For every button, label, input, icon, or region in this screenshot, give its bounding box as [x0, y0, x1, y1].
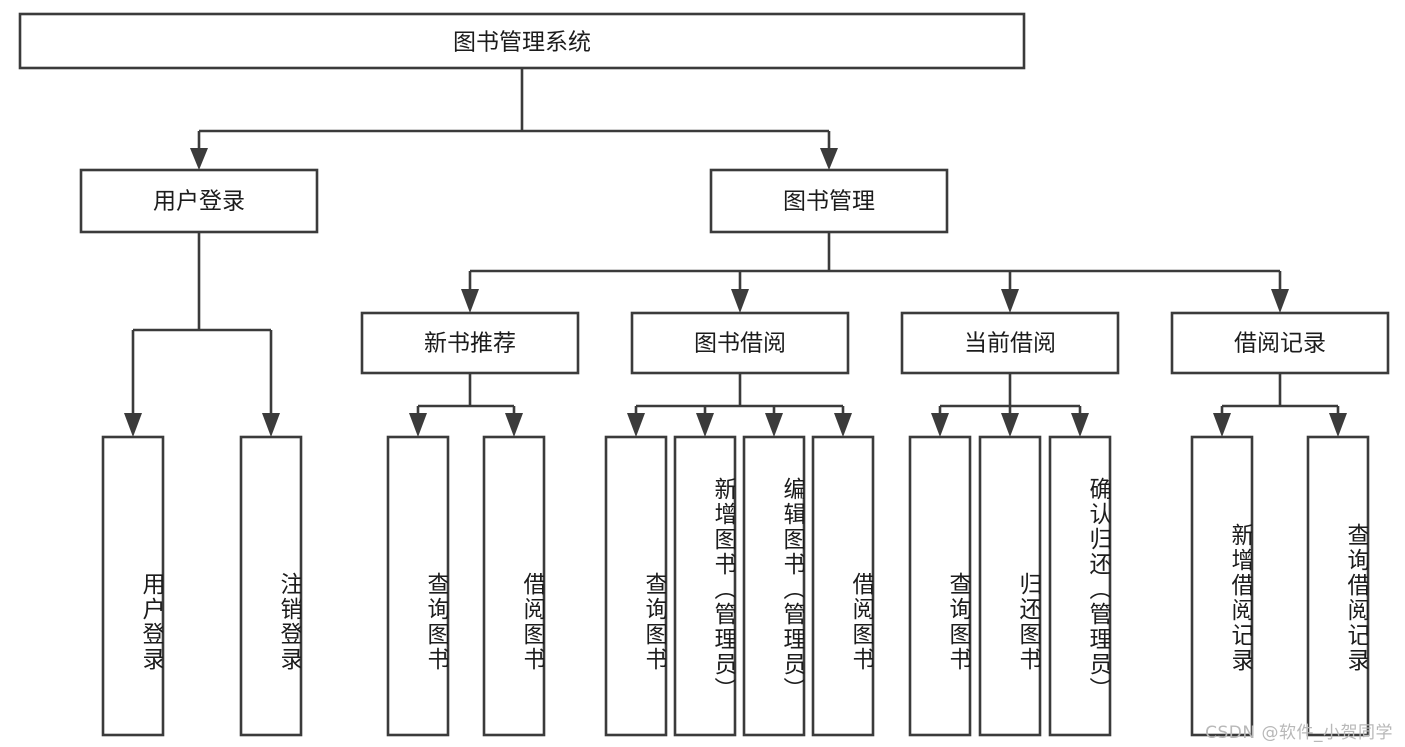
arrow-head-nb-l2: [505, 413, 523, 437]
arrow-head-cu-l1: [931, 413, 949, 437]
node-level2-0-label: 用户登录: [153, 189, 245, 215]
arrow-head-login-leaf1: [124, 413, 142, 437]
connector-group-login: [124, 232, 280, 437]
arrow-head-bo-l2: [696, 413, 714, 437]
node-leaf-2-label: 查询图书: [423, 572, 448, 672]
arrow-head-cu-l2: [1001, 413, 1019, 437]
node-leaf-10-box[interactable]: [1048, 435, 1112, 737]
node-level3-3-box[interactable]: [1170, 311, 1390, 375]
node-leaf-6-label: 编辑图书（管理员）: [779, 476, 804, 702]
arrow-head-cu-l3: [1071, 413, 1089, 437]
node-leaf-0-box[interactable]: [101, 435, 165, 737]
node-leaf-7-box[interactable]: [811, 435, 875, 737]
arrow-head-bm-n3: [1001, 289, 1019, 313]
node-level2-1-box[interactable]: [709, 168, 949, 234]
node-level2-1-label: 图书管理: [783, 189, 875, 215]
node-leaf-11-box[interactable]: [1190, 435, 1254, 737]
arrow-head-re-l2: [1329, 413, 1347, 437]
node-level3-2-label: 当前借阅: [964, 331, 1056, 357]
node-leaf-12-box[interactable]: [1306, 435, 1370, 737]
node-leaf-1-box[interactable]: [239, 435, 303, 737]
node-level3-1-box[interactable]: [630, 311, 850, 375]
node-leaf-9-label: 归还图书: [1015, 572, 1040, 672]
node-level3-2-box[interactable]: [900, 311, 1120, 375]
node-leaf-4-label: 查询图书: [641, 572, 666, 672]
connector-group-borrow: [627, 373, 852, 437]
node-level3-3-label: 借阅记录: [1234, 331, 1326, 357]
node-root-label: 图书管理系统: [453, 30, 591, 56]
node-level3-1-label: 图书借阅: [694, 331, 786, 357]
node-leaf-5-label: 新增图书（管理员）: [710, 476, 735, 702]
node-level3-0-box[interactable]: [360, 311, 580, 375]
node-leaf-1-label: 注销登录: [276, 572, 301, 672]
connector-group-newbook: [409, 373, 523, 437]
arrow-head-nb-l1: [409, 413, 427, 437]
node-leaf-8-box[interactable]: [908, 435, 972, 737]
node-leaf-12-label: 查询借阅记录: [1343, 523, 1368, 673]
node-leaf-3-label: 借阅图书: [519, 572, 544, 672]
node-leaf-5-box[interactable]: [673, 435, 737, 737]
node-root-box[interactable]: [18, 12, 1026, 70]
node-leaf-3-box[interactable]: [482, 435, 546, 737]
node-leaf-10-label: 确认归还（管理员）: [1085, 476, 1110, 702]
arrow-head-bm-n2: [731, 289, 749, 313]
connector-group-record: [1213, 373, 1347, 437]
node-level3-0-label: 新书推荐: [424, 331, 516, 357]
arrow-head-to-bookmgmt: [820, 148, 838, 170]
arrow-head-login-leaf2: [262, 413, 280, 437]
arrow-head-to-login: [190, 148, 208, 170]
node-leaf-9-box[interactable]: [978, 435, 1042, 737]
arrow-head-bo-l4: [834, 413, 852, 437]
connector-group-current: [931, 373, 1089, 437]
node-level2-0-box[interactable]: [79, 168, 319, 234]
node-leaf-0-label: 用户登录: [138, 572, 163, 672]
connector-group-bookmgmt: [461, 232, 1289, 313]
node-leaf-4-box[interactable]: [604, 435, 668, 737]
node-leaf-8-label: 查询图书: [945, 572, 970, 672]
arrow-head-bo-l3: [765, 413, 783, 437]
arrow-head-re-l1: [1213, 413, 1231, 437]
node-leaf-7-label: 借阅图书: [848, 572, 873, 672]
arrow-head-bm-n4: [1271, 289, 1289, 313]
node-leaf-2-box[interactable]: [386, 435, 450, 737]
node-leaf-6-box[interactable]: [742, 435, 806, 737]
arrow-head-bo-l1: [627, 413, 645, 437]
connector-group-root: [190, 68, 838, 170]
node-leaf-11-label: 新增借阅记录: [1227, 523, 1252, 673]
arrow-head-bm-n1: [461, 289, 479, 313]
